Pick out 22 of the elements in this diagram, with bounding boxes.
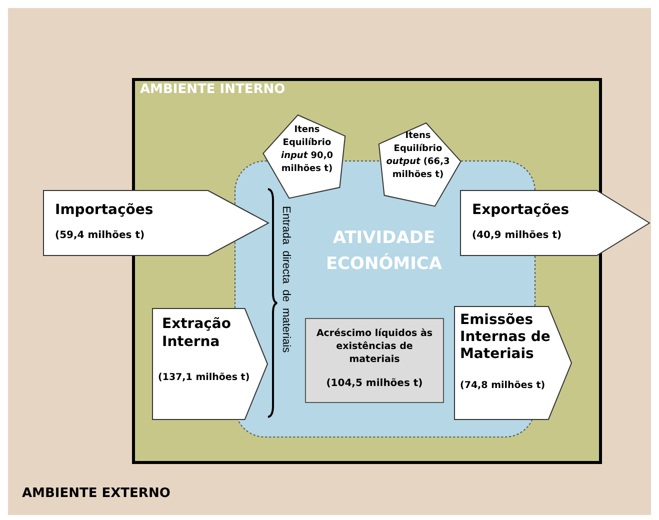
export-flow-arrow [460,190,650,256]
extraction-flow-arrow [152,308,268,420]
flow-title: Importações [55,202,154,220]
area-title: ATIVIDADE ECONÓMICA [324,227,444,276]
outer-environment-area [8,8,651,515]
stock-increase-box [305,318,444,403]
box-amount: (104,5 milhões t) [325,378,424,390]
flow-title: Exportações [472,202,570,220]
flow-amount: (40,9 milhões t) [472,230,563,242]
emissions-flow-arrow [454,306,572,420]
pentagon-text: Itens Equilíbrio output (66,3 milhões t) [385,130,451,182]
bracket-label: Entrada directa de materiais [280,206,292,353]
flow-amount: (59,4 milhões t) [55,230,146,242]
pentagon-text: Itens Equilíbrio input 90,0 milhões t) [280,124,334,176]
area-title: AMBIENTE EXTERNO [22,486,172,502]
flow-title: Extração Interna [162,316,232,351]
flow-amount: (137,1 milhões t) [158,372,251,384]
area-title: AMBIENTE INTERNO [140,82,286,98]
flow-amount: (74,8 milhões t) [460,380,546,392]
flow-title: Emissões Internas de Materiais [460,312,552,362]
box-text: Acréscimo líquidos às existências de materiais [315,328,434,366]
import-flow-arrow [43,190,269,256]
